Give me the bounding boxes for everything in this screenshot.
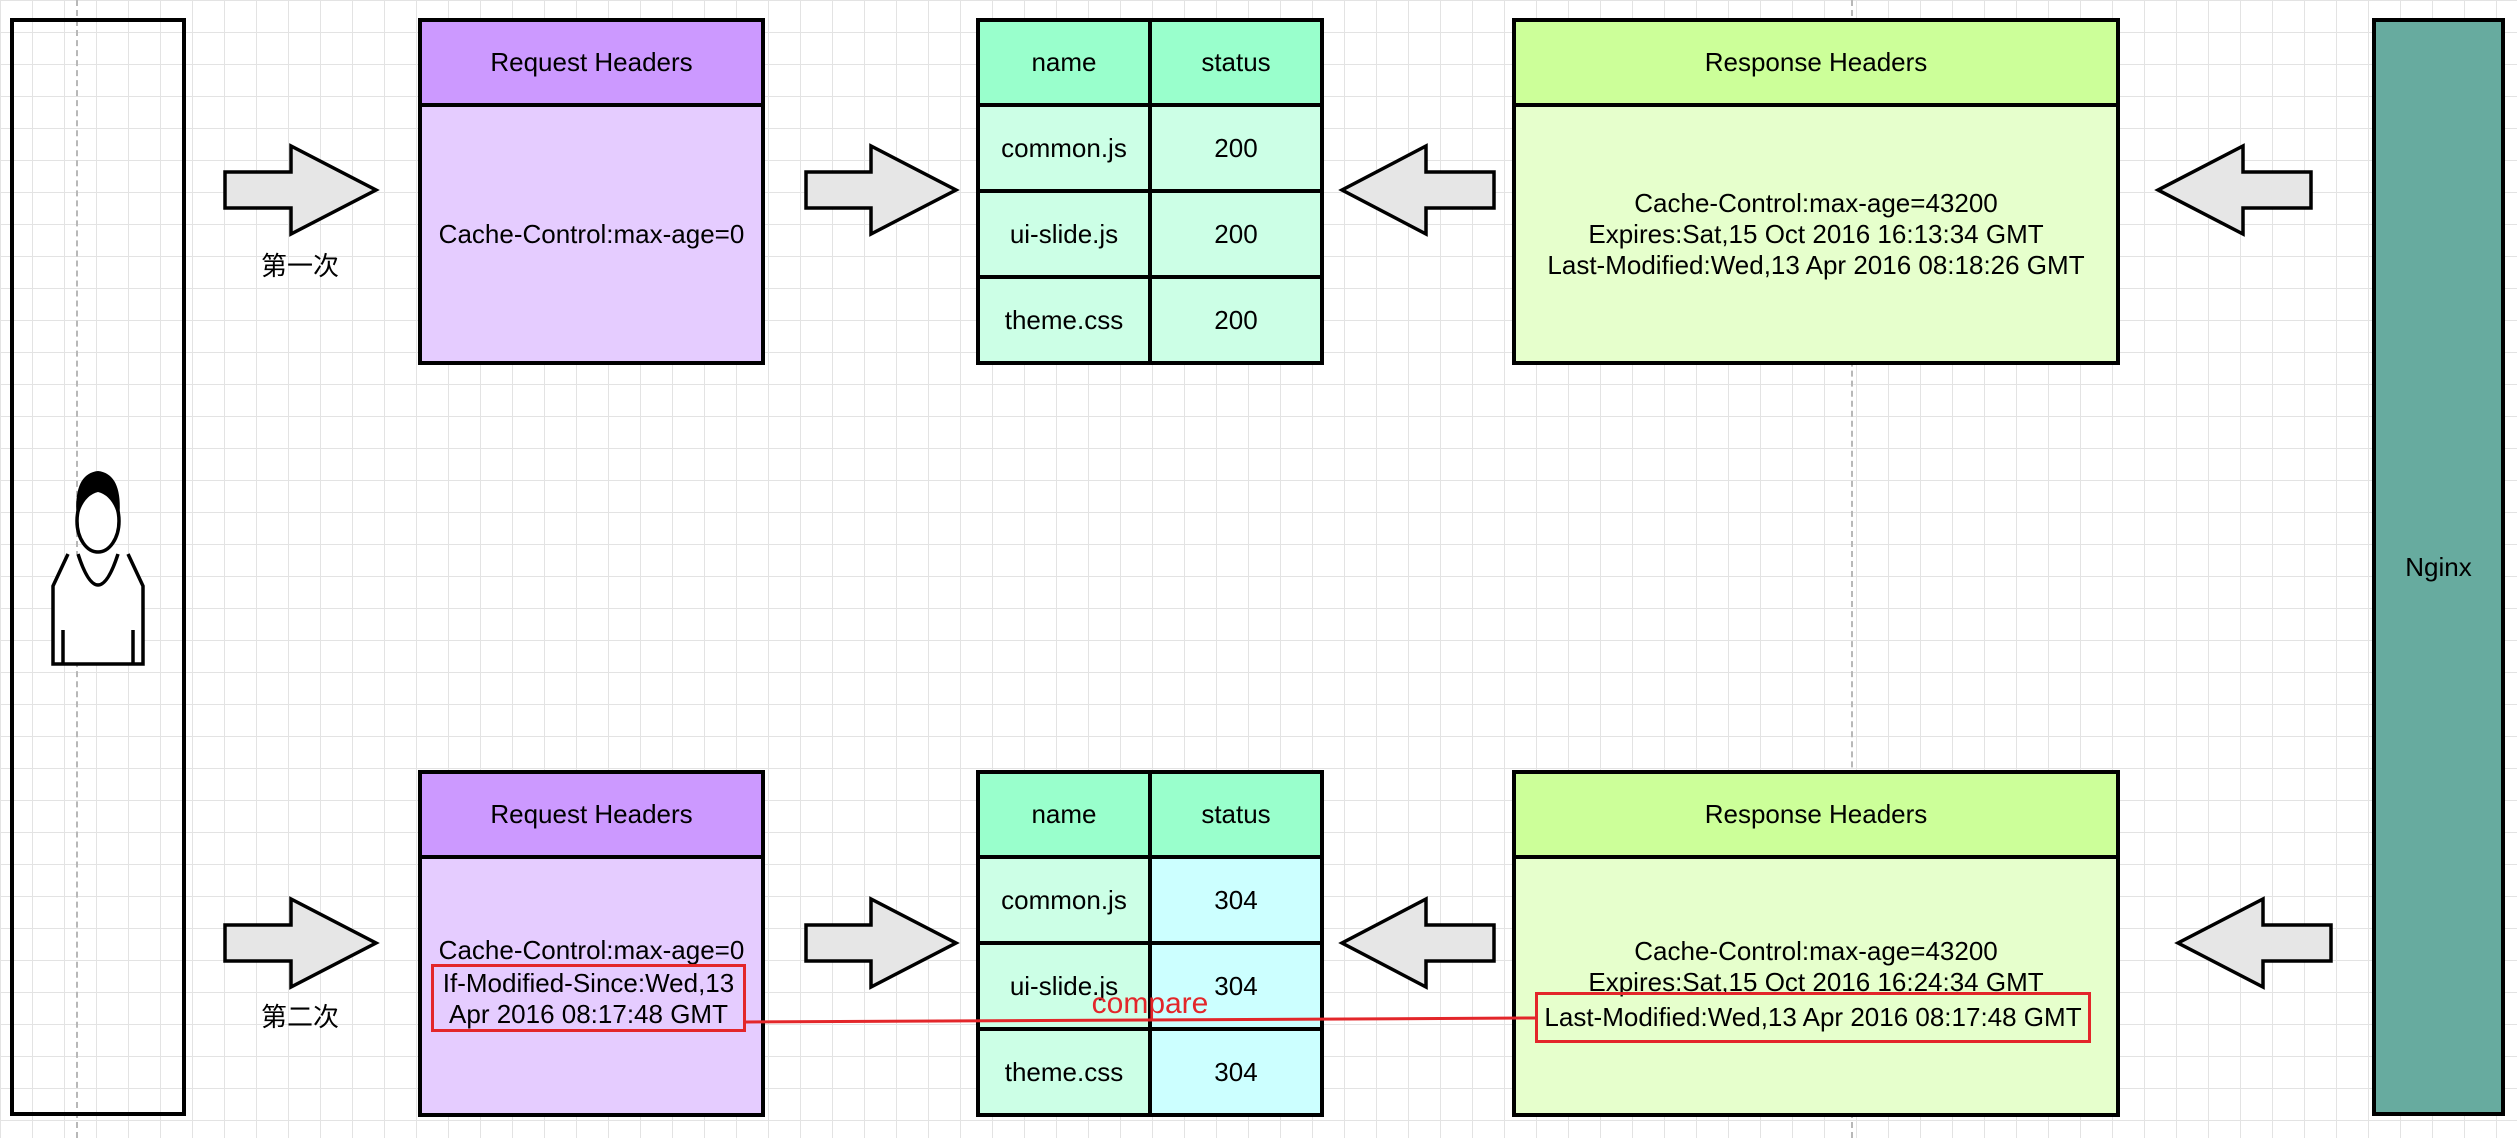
table-header-status-2: status: [1148, 770, 1324, 859]
nginx-label: Nginx: [2405, 551, 2472, 582]
request-headers-body-1: Cache-Control:max-age=0: [418, 103, 765, 365]
arrow-response-to-table-1: [1338, 143, 1496, 237]
response-header-line: Cache-Control:max-age=43200: [1634, 187, 1998, 218]
table-cell-name: theme.css: [976, 1027, 1152, 1117]
response-headers-body-1: Cache-Control:max-age=43200 Expires:Sat,…: [1512, 103, 2120, 365]
arrow-nginx-to-response-2: [2174, 896, 2333, 990]
client-lane: [10, 18, 186, 1116]
if-modified-since-line-2: Apr 2016 08:17:48 GMT: [449, 999, 728, 1029]
table-cell-name: common.js: [976, 855, 1152, 945]
response-headers-title-2: Response Headers: [1512, 770, 2120, 859]
arrow-client-to-request-2: [223, 896, 380, 990]
last-modified-highlight: Last-Modified:Wed,13 Apr 2016 08:17:48 G…: [1535, 992, 2091, 1043]
response-header-line: Expires:Sat,15 Oct 2016 16:13:34 GMT: [1588, 218, 2044, 249]
table-cell-name: common.js: [976, 103, 1152, 193]
arrow-nginx-to-response-1: [2154, 143, 2313, 237]
request-headers-title-2: Request Headers: [418, 770, 765, 859]
first-request-label: 第一次: [260, 250, 339, 281]
table-header-name-1: name: [976, 18, 1152, 107]
if-modified-since-highlight: If-Modified-Since:Wed,13 Apr 2016 08:17:…: [431, 964, 746, 1032]
table-cell-status: 304: [1148, 855, 1324, 945]
response-headers-title-1: Response Headers: [1512, 18, 2120, 107]
arrow-response-to-table-2: [1338, 896, 1496, 990]
person-icon: [51, 471, 145, 666]
compare-label: compare: [1091, 987, 1209, 1020]
second-request-label: 第二次: [260, 1001, 339, 1032]
last-modified-line: Last-Modified:Wed,13 Apr 2016 08:17:48 G…: [1544, 1002, 2082, 1032]
table-cell-status: 200: [1148, 275, 1324, 365]
nginx-server: Nginx: [2372, 18, 2505, 1116]
request-headers-title-1: Request Headers: [418, 18, 765, 107]
arrow-request-to-table-2: [804, 896, 960, 990]
arrow-client-to-request-1: [223, 143, 380, 237]
table-cell-name: ui-slide.js: [976, 189, 1152, 279]
table-cell-name: ui-slide.js: [976, 941, 1152, 1031]
table-cell-status: 304: [1148, 1027, 1324, 1117]
table-cell-status: 200: [1148, 189, 1324, 279]
table-cell-status: 304: [1148, 941, 1324, 1031]
guide-line-right: [1851, 0, 1853, 1138]
arrow-request-to-table-1: [804, 143, 960, 237]
table-header-name-2: name: [976, 770, 1152, 859]
response-header-line: Cache-Control:max-age=43200: [1634, 936, 1998, 966]
if-modified-since-line-1: If-Modified-Since:Wed,13: [442, 968, 735, 998]
request-header-line: Cache-Control:max-age=0: [438, 218, 745, 249]
request-header-line: Cache-Control:max-age=0: [438, 935, 745, 965]
response-headers-body-2: [1512, 855, 2120, 1117]
table-cell-status: 200: [1148, 103, 1324, 193]
request-headers-body-2: [418, 855, 765, 1117]
table-header-status-1: status: [1148, 18, 1324, 107]
table-cell-name: theme.css: [976, 275, 1152, 365]
response-header-line: Last-Modified:Wed,13 Apr 2016 08:18:26 G…: [1547, 249, 2085, 280]
